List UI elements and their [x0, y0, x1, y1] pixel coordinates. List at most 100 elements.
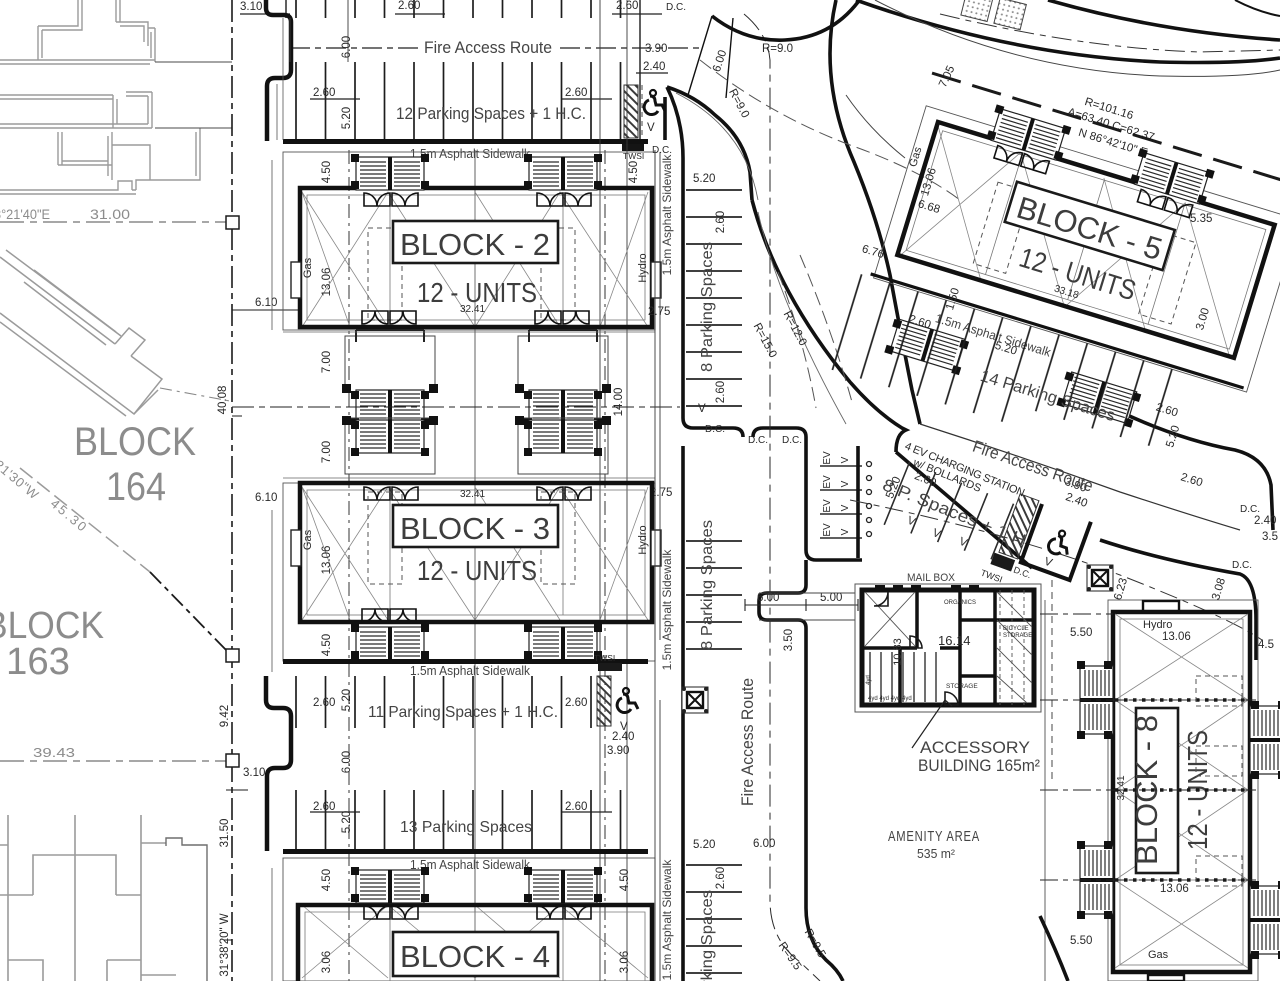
- svg-text:32.41: 32.41: [460, 304, 485, 315]
- svg-text:V: V: [931, 527, 943, 541]
- svg-text:2.75: 2.75: [648, 306, 670, 318]
- svg-text:EV: EV: [822, 451, 833, 465]
- svg-text:2.60: 2.60: [565, 801, 587, 813]
- svg-text:4.50: 4.50: [321, 869, 333, 891]
- svg-text:V: V: [840, 456, 851, 463]
- svg-text:3.5: 3.5: [1262, 531, 1278, 543]
- svg-text:BLOCK - 3: BLOCK - 3: [400, 511, 550, 546]
- svg-text:11 Parking Spaces + 1 H.C.: 11 Parking Spaces + 1 H.C.: [368, 704, 558, 721]
- svg-text:BLOCK: BLOCK: [74, 420, 196, 464]
- svg-text:BLOCK: BLOCK: [0, 605, 104, 647]
- svg-text:TWSI: TWSI: [594, 653, 615, 663]
- svg-text:V: V: [1042, 556, 1054, 570]
- svg-text:4.50: 4.50: [628, 161, 640, 183]
- svg-text:8 Parking Spaces: 8 Parking Spaces: [699, 890, 716, 981]
- svg-text:3.10: 3.10: [243, 767, 265, 779]
- svg-text:4.50: 4.50: [321, 161, 333, 183]
- svg-text:1.5m Asphalt Sidewalk: 1.5m Asphalt Sidewalk: [660, 154, 674, 276]
- svg-text:V: V: [840, 504, 851, 511]
- svg-text:Fire Access Route: Fire Access Route: [424, 39, 552, 57]
- svg-text:5.20: 5.20: [341, 811, 353, 833]
- svg-text:12 - UNITS: 12 - UNITS: [417, 555, 537, 586]
- svg-text:2.40: 2.40: [643, 61, 665, 73]
- svg-text:D.C.: D.C.: [782, 435, 802, 446]
- svg-text:BLOCK - 2: BLOCK - 2: [400, 227, 550, 262]
- svg-text:MAIL BOX: MAIL BOX: [907, 572, 956, 584]
- svg-text:BUILDING 165m²: BUILDING 165m²: [918, 757, 1040, 775]
- svg-text:Fire Access Route: Fire Access Route: [739, 678, 757, 806]
- svg-text:TWSI: TWSI: [623, 151, 644, 161]
- svg-text:4.50: 4.50: [619, 869, 631, 891]
- svg-text:Hydro: Hydro: [637, 253, 649, 282]
- svg-text:6.00: 6.00: [341, 36, 353, 58]
- svg-text:6.10: 6.10: [255, 492, 277, 504]
- svg-text:Hydro: Hydro: [637, 525, 649, 554]
- svg-text:D.C.: D.C.: [748, 435, 768, 446]
- svg-text:2.60: 2.60: [313, 801, 335, 813]
- svg-text:3.90: 3.90: [607, 745, 629, 757]
- svg-text:D.C.: D.C.: [666, 2, 686, 13]
- svg-text:13.06: 13.06: [321, 546, 333, 575]
- svg-text:2.40: 2.40: [1254, 515, 1276, 527]
- svg-text:13.06: 13.06: [321, 268, 333, 297]
- svg-text:8°21'40"E: 8°21'40"E: [0, 206, 50, 222]
- svg-text:4yd: 4yd: [866, 675, 872, 685]
- svg-text:2.75: 2.75: [650, 487, 672, 499]
- svg-text:2.60: 2.60: [715, 867, 727, 889]
- svg-text:D.C.: D.C.: [705, 424, 725, 435]
- svg-text:V: V: [840, 480, 851, 487]
- svg-text:7.00: 7.00: [321, 441, 333, 463]
- svg-text:164: 164: [106, 465, 166, 509]
- svg-text:D.C.: D.C.: [1240, 504, 1260, 515]
- svg-text:32.41: 32.41: [1116, 775, 1127, 800]
- svg-text:5.35: 5.35: [1190, 213, 1212, 225]
- svg-text:EV: EV: [822, 475, 833, 489]
- svg-text:BICYCLE: BICYCLE: [1003, 626, 1029, 632]
- svg-text:Hydro: Hydro: [1143, 619, 1172, 631]
- svg-text:2.60: 2.60: [715, 211, 727, 233]
- svg-text:STORAGE: STORAGE: [1003, 633, 1032, 639]
- svg-text:8 Parking Spaces: 8 Parking Spaces: [699, 242, 716, 372]
- svg-text:V: V: [647, 122, 655, 134]
- svg-text:Gas: Gas: [302, 257, 314, 278]
- svg-text:10.83: 10.83: [892, 638, 904, 666]
- svg-text:12 - UNITS: 12 - UNITS: [417, 277, 537, 308]
- svg-text:6.00: 6.00: [757, 592, 779, 604]
- svg-text:40.08: 40.08: [217, 386, 229, 415]
- svg-text:14.00: 14.00: [613, 388, 625, 417]
- svg-text:13.06: 13.06: [1160, 883, 1189, 895]
- svg-text:163: 163: [6, 641, 70, 683]
- svg-text:BLOCK - 4: BLOCK - 4: [400, 939, 550, 974]
- svg-text:1.5m Asphalt Sidewalk: 1.5m Asphalt Sidewalk: [410, 858, 531, 872]
- svg-text:535 m²: 535 m²: [917, 847, 955, 861]
- svg-text:2.40: 2.40: [612, 731, 634, 743]
- svg-text:5.00: 5.00: [820, 592, 842, 604]
- svg-text:31.50: 31.50: [219, 819, 231, 848]
- svg-text:D.C.: D.C.: [652, 145, 672, 156]
- svg-text:3.50: 3.50: [783, 629, 795, 651]
- svg-text:13.06: 13.06: [1162, 631, 1191, 643]
- svg-text:12 Parking Spaces + 1 H.C.: 12 Parking Spaces + 1 H.C.: [396, 105, 586, 123]
- svg-text:7.00: 7.00: [321, 351, 333, 373]
- svg-text:5.50: 5.50: [1070, 627, 1092, 639]
- svg-text:5.20: 5.20: [341, 107, 353, 129]
- svg-text:9.42: 9.42: [219, 705, 231, 727]
- svg-text:13 Parking Spaces: 13 Parking Spaces: [400, 819, 532, 836]
- svg-text:STORAGE: STORAGE: [946, 683, 978, 690]
- svg-text:2.60: 2.60: [313, 87, 335, 99]
- svg-text:31.00: 31.00: [90, 206, 130, 222]
- svg-text:3.06: 3.06: [321, 951, 333, 973]
- svg-text:Gas: Gas: [302, 529, 314, 550]
- svg-text:ACCESSORY: ACCESSORY: [920, 739, 1030, 757]
- svg-text:5.50: 5.50: [1070, 935, 1092, 947]
- svg-text:39.43: 39.43: [33, 745, 75, 760]
- svg-text:2.60: 2.60: [565, 87, 587, 99]
- svg-text:AMENITY AREA: AMENITY AREA: [888, 829, 980, 845]
- svg-text:EV: EV: [822, 499, 833, 513]
- svg-text:5.20: 5.20: [693, 839, 715, 851]
- svg-text:16.14: 16.14: [938, 633, 971, 648]
- svg-text:4.50: 4.50: [321, 634, 333, 656]
- svg-text:R=9.0: R=9.0: [762, 43, 793, 55]
- svg-text:1.5m Asphalt Sidewalk: 1.5m Asphalt Sidewalk: [660, 549, 674, 671]
- svg-text:6.10: 6.10: [255, 297, 277, 309]
